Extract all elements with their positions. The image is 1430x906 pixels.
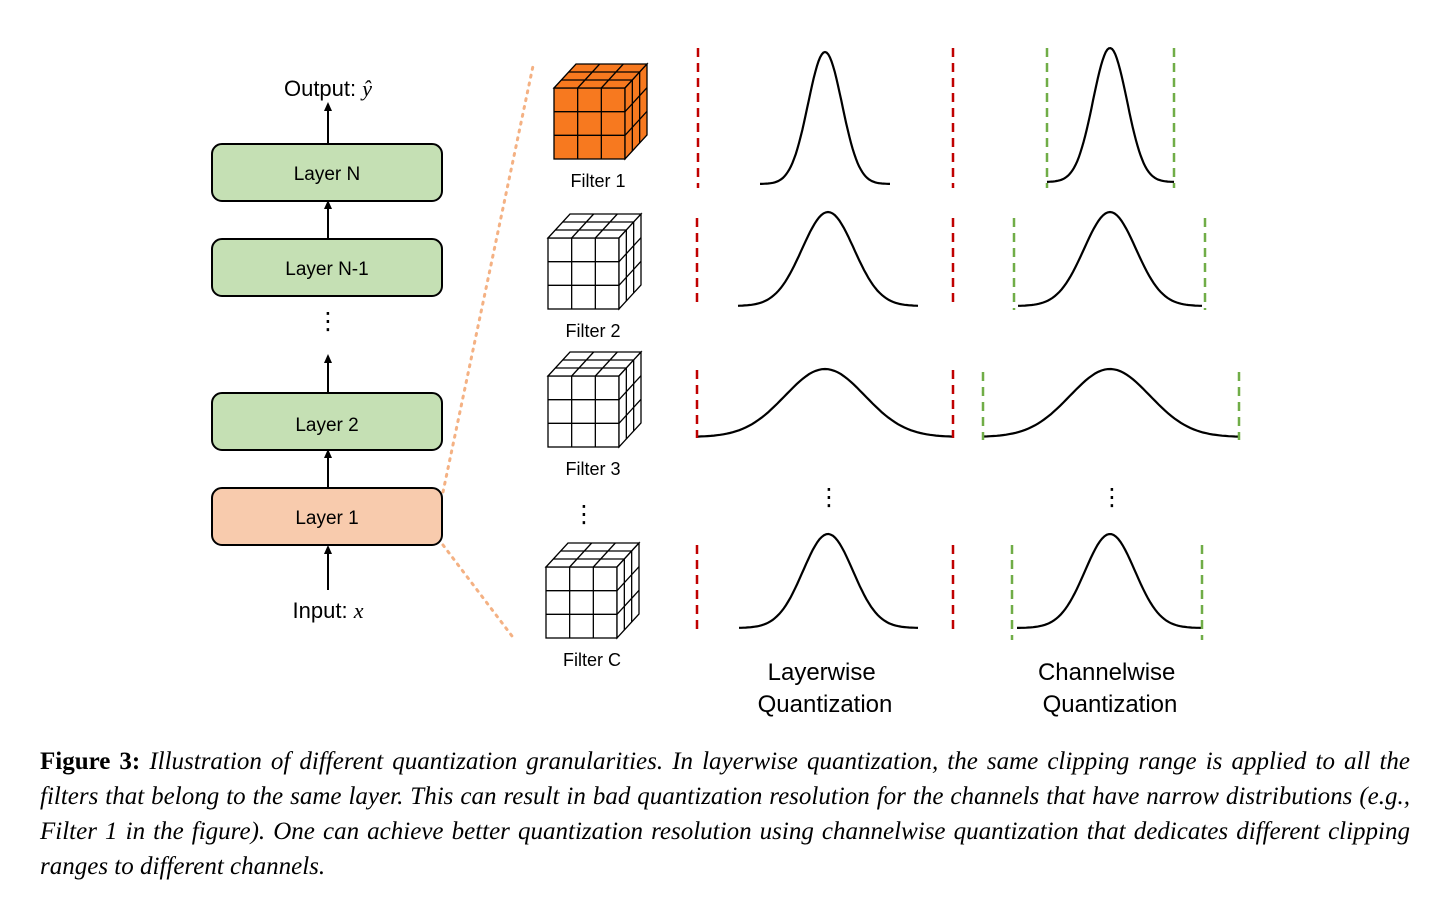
figure-caption: Figure 3: Illustration of different quan… bbox=[40, 744, 1410, 884]
channelwise-quantization-column bbox=[981, 46, 1241, 640]
zoom-connector-top bbox=[441, 64, 535, 494]
channelwise-filter-3-distribution-curve bbox=[983, 367, 1239, 438]
layer-box-layer-2: Layer 2 bbox=[211, 392, 443, 451]
layer-label-layer-1: Layer 1 bbox=[295, 508, 358, 529]
layer-label-layer-n-1: Layer N-1 bbox=[285, 259, 368, 280]
layer-label-layer-2: Layer 2 bbox=[295, 415, 358, 436]
layer-label-layer-n: Layer N bbox=[294, 164, 361, 185]
filter-column bbox=[544, 62, 649, 640]
layerwise-title: Layerwise Quantization bbox=[758, 659, 893, 718]
layerwise-filter-1-distribution-curve bbox=[760, 50, 890, 185]
filter-label-filter-2: Filter 2 bbox=[565, 321, 620, 341]
input-label: Input: x bbox=[293, 598, 364, 623]
filter-cube-filter-2 bbox=[546, 212, 643, 311]
filter-label-filter-1: Filter 1 bbox=[570, 171, 625, 191]
layer-stack: Output: ŷ Layer N Layer N-1 ⋮ Layer 2 La… bbox=[211, 76, 443, 623]
filter-cube-filter-1 bbox=[552, 62, 649, 161]
zoom-connector-bottom bbox=[441, 543, 517, 642]
layerwise-dots: ⋮ bbox=[817, 484, 841, 511]
channelwise-title: Channelwise Quantization bbox=[1038, 659, 1182, 718]
channelwise-filter-1-distribution-curve bbox=[1046, 46, 1175, 183]
channelwise-filter-2-distribution-curve bbox=[1018, 210, 1202, 307]
channelwise-dots: ⋮ bbox=[1100, 484, 1124, 511]
layer-stack-dots: ⋮ bbox=[316, 308, 340, 335]
filter-cube-filter-c bbox=[544, 541, 641, 640]
filter-column-dots: ⋮ bbox=[572, 501, 596, 528]
layerwise-filter-2-distribution-curve bbox=[737, 210, 919, 307]
caption-text: Illustration of different quantization g… bbox=[40, 748, 1410, 880]
output-label: Output: ŷ bbox=[284, 76, 372, 101]
layerwise-filter-3-distribution-curve bbox=[697, 367, 953, 438]
layer-box-layer-n-1: Layer N-1 bbox=[211, 238, 443, 297]
caption-label: Figure 3: bbox=[40, 748, 141, 775]
layerwise-quantization-column bbox=[695, 48, 955, 632]
filter-cube-filter-3 bbox=[546, 350, 643, 449]
filter-label-filter-c: Filter C bbox=[563, 650, 621, 670]
layerwise-filter-c-distribution-curve bbox=[739, 532, 919, 629]
layer-box-layer-n: Layer N bbox=[211, 143, 443, 202]
filter-label-filter-3: Filter 3 bbox=[565, 459, 620, 479]
channelwise-filter-c-distribution-curve bbox=[1017, 533, 1202, 629]
layer-box-layer-1: Layer 1 bbox=[211, 487, 443, 546]
quantization-granularity-diagram: Output: ŷ Layer N Layer N-1 ⋮ Layer 2 La… bbox=[211, 46, 1241, 718]
